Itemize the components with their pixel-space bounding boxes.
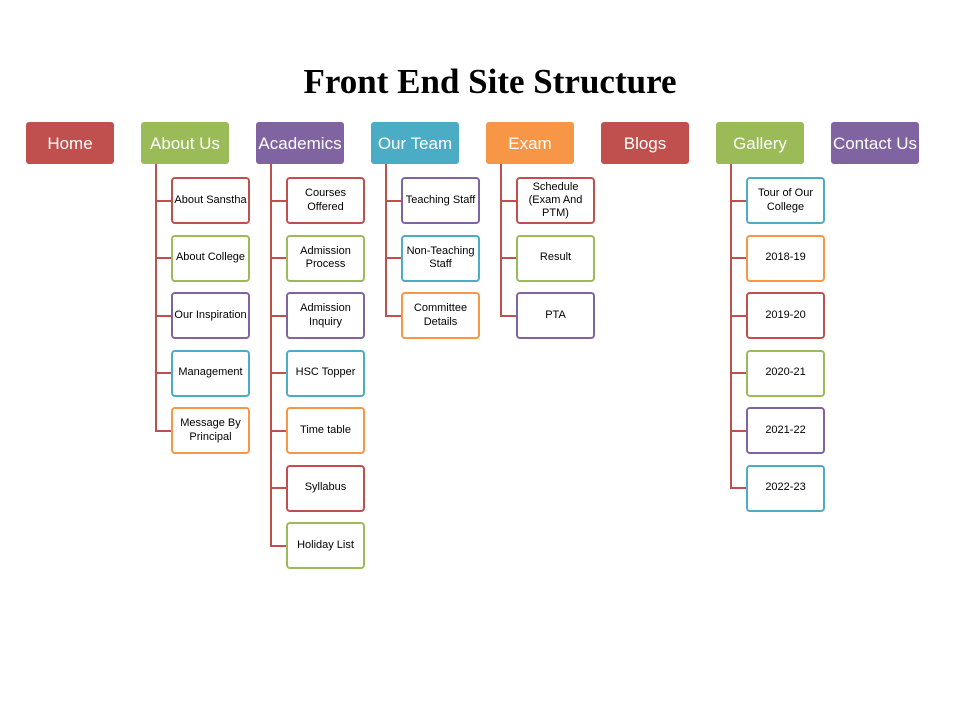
- child-2019-20: 2019-20: [746, 292, 825, 339]
- child-pta: PTA: [516, 292, 595, 339]
- connector-horizontal: [155, 429, 173, 432]
- connector-vertical: [385, 164, 387, 317]
- connector-horizontal: [270, 257, 288, 259]
- connector-horizontal: [270, 429, 288, 432]
- connector-vertical: [500, 164, 502, 317]
- node-contact-us: Contact Us: [831, 122, 919, 164]
- child-about-sanstha: About Sanstha: [171, 177, 250, 224]
- connector-horizontal: [155, 199, 173, 202]
- connector-horizontal: [270, 487, 288, 489]
- node-gallery: Gallery: [716, 122, 804, 164]
- child-committee-details: Committee Details: [401, 292, 480, 339]
- node-exam: Exam: [486, 122, 574, 164]
- child-about-college: About College: [171, 234, 250, 282]
- connector-horizontal: [270, 199, 288, 202]
- child-admission-process: Admission Process: [286, 234, 365, 282]
- connector-horizontal: [155, 257, 173, 259]
- child-schedule-exam-and-ptm: Schedule (Exam And PTM): [516, 177, 595, 224]
- connector-horizontal: [500, 257, 518, 259]
- connector-vertical: [730, 164, 732, 489]
- child-2020-21: 2020-21: [746, 349, 825, 397]
- connector-horizontal: [155, 314, 173, 317]
- connector-horizontal: [730, 257, 748, 259]
- child-our-inspiration: Our Inspiration: [171, 292, 250, 339]
- child-time-table: Time table: [286, 407, 365, 454]
- connector-horizontal: [385, 199, 403, 202]
- child-result: Result: [516, 234, 595, 282]
- connector-horizontal: [270, 544, 288, 547]
- child-non-teaching-staff: Non-Teaching Staff: [401, 234, 480, 282]
- connector-horizontal: [730, 372, 748, 374]
- connector-vertical: [155, 164, 157, 432]
- child-courses-offered: Courses Offered: [286, 177, 365, 224]
- child-management: Management: [171, 349, 250, 397]
- node-academics: Academics: [256, 122, 344, 164]
- child-admission-inquiry: Admission Inquiry: [286, 292, 365, 339]
- connector-horizontal: [730, 199, 748, 202]
- child-teaching-staff: Teaching Staff: [401, 177, 480, 224]
- connector-horizontal: [270, 314, 288, 317]
- connector-horizontal: [500, 199, 518, 202]
- child-holiday-list: Holiday List: [286, 522, 365, 569]
- child-2022-23: 2022-23: [746, 464, 825, 512]
- child-syllabus: Syllabus: [286, 464, 365, 512]
- child-2021-22: 2021-22: [746, 407, 825, 454]
- connector-horizontal: [385, 314, 403, 317]
- connector-vertical: [270, 164, 272, 547]
- node-about-us: About Us: [141, 122, 229, 164]
- connector-horizontal: [500, 314, 518, 317]
- connector-horizontal: [270, 372, 288, 374]
- page-title: Front End Site Structure: [303, 62, 677, 101]
- connector-horizontal: [385, 257, 403, 259]
- node-home: Home: [26, 122, 114, 164]
- connector-horizontal: [155, 372, 173, 374]
- child-2018-19: 2018-19: [746, 234, 825, 282]
- node-our-team: Our Team: [371, 122, 459, 164]
- node-blogs: Blogs: [601, 122, 689, 164]
- connector-horizontal: [730, 314, 748, 317]
- connector-horizontal: [730, 429, 748, 432]
- child-tour-of-our-college: Tour of Our College: [746, 177, 825, 224]
- child-hsc-topper: HSC Topper: [286, 349, 365, 397]
- child-message-by-principal: Message By Principal: [171, 407, 250, 454]
- connector-horizontal: [730, 487, 748, 489]
